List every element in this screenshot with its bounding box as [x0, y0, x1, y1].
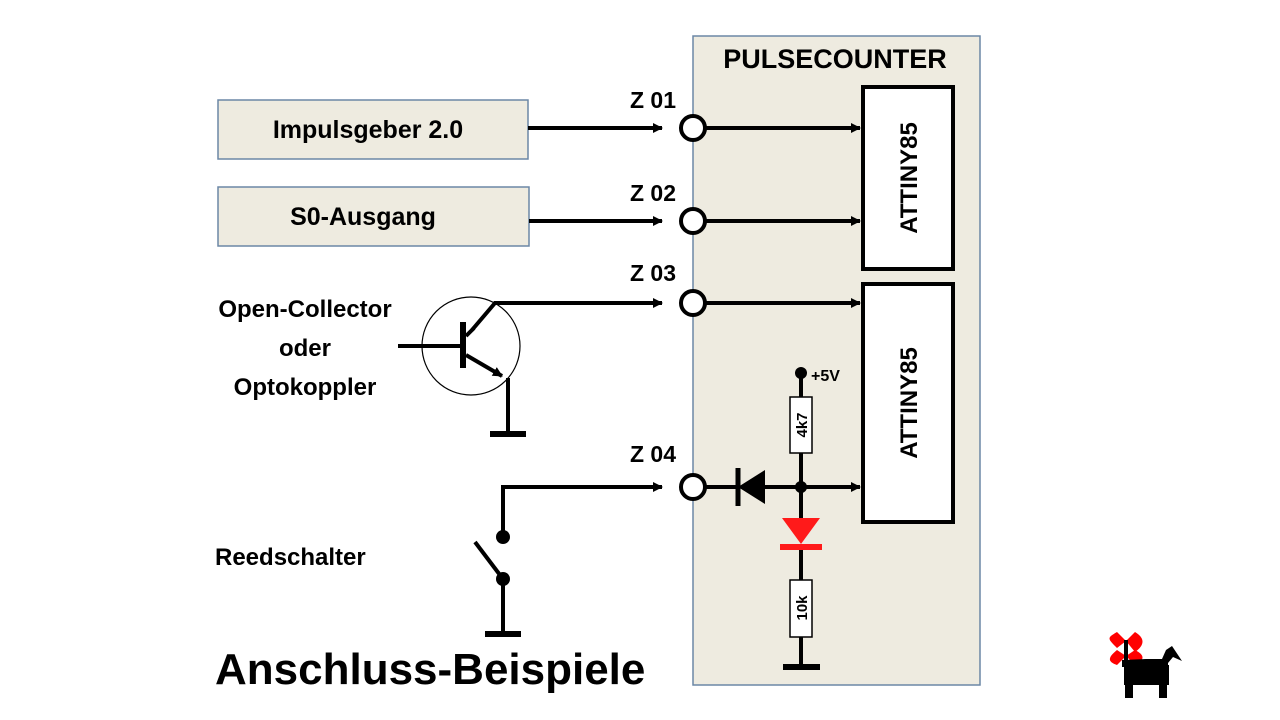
reed-label: Reedschalter — [215, 544, 366, 571]
impulsgeber-box — [217, 99, 529, 160]
led-symbol — [780, 518, 822, 550]
terminal-z02 — [679, 207, 707, 235]
open-collector-label-1: Open-Collector — [218, 296, 391, 323]
open-collector-label-3: Optokoppler — [234, 374, 377, 401]
diode-symbol — [735, 468, 765, 506]
terminal-z02-label: Z 02 — [630, 180, 676, 206]
s0-label: S0-Ausgang — [290, 203, 436, 231]
attiny85-chip-1-label: ATTINY85 — [896, 122, 923, 234]
open-collector-label-2: oder — [279, 335, 331, 362]
terminal-z04-label: Z 04 — [630, 441, 676, 467]
impulsgeber-label: Impulsgeber 2.0 — [273, 116, 463, 144]
wire-reed-z04 — [501, 482, 663, 537]
transistor-symbol — [398, 296, 526, 437]
attiny85-chip-1 — [861, 85, 955, 271]
terminal-z03-label: Z 03 — [630, 260, 676, 286]
resistor-4k7-label: 4k7 — [794, 412, 811, 437]
s0-box — [217, 186, 530, 247]
footer-title: Anschluss-Beispiele — [215, 645, 645, 694]
attiny85-chip-2 — [861, 282, 955, 524]
dog-with-antennas-logo — [1109, 632, 1182, 698]
terminal-z04 — [679, 473, 707, 501]
attiny85-chip-2-label: ATTINY85 — [896, 347, 923, 459]
resistor-10k-label: 10k — [794, 595, 811, 621]
supply-label: +5V — [811, 368, 840, 385]
terminal-z01 — [679, 114, 707, 142]
supply-node — [795, 367, 807, 379]
reed-switch-symbol — [473, 530, 521, 637]
panel-title: PULSECOUNTER — [723, 44, 947, 74]
terminal-z03 — [679, 289, 707, 317]
terminal-z01-label: Z 01 — [630, 87, 676, 113]
